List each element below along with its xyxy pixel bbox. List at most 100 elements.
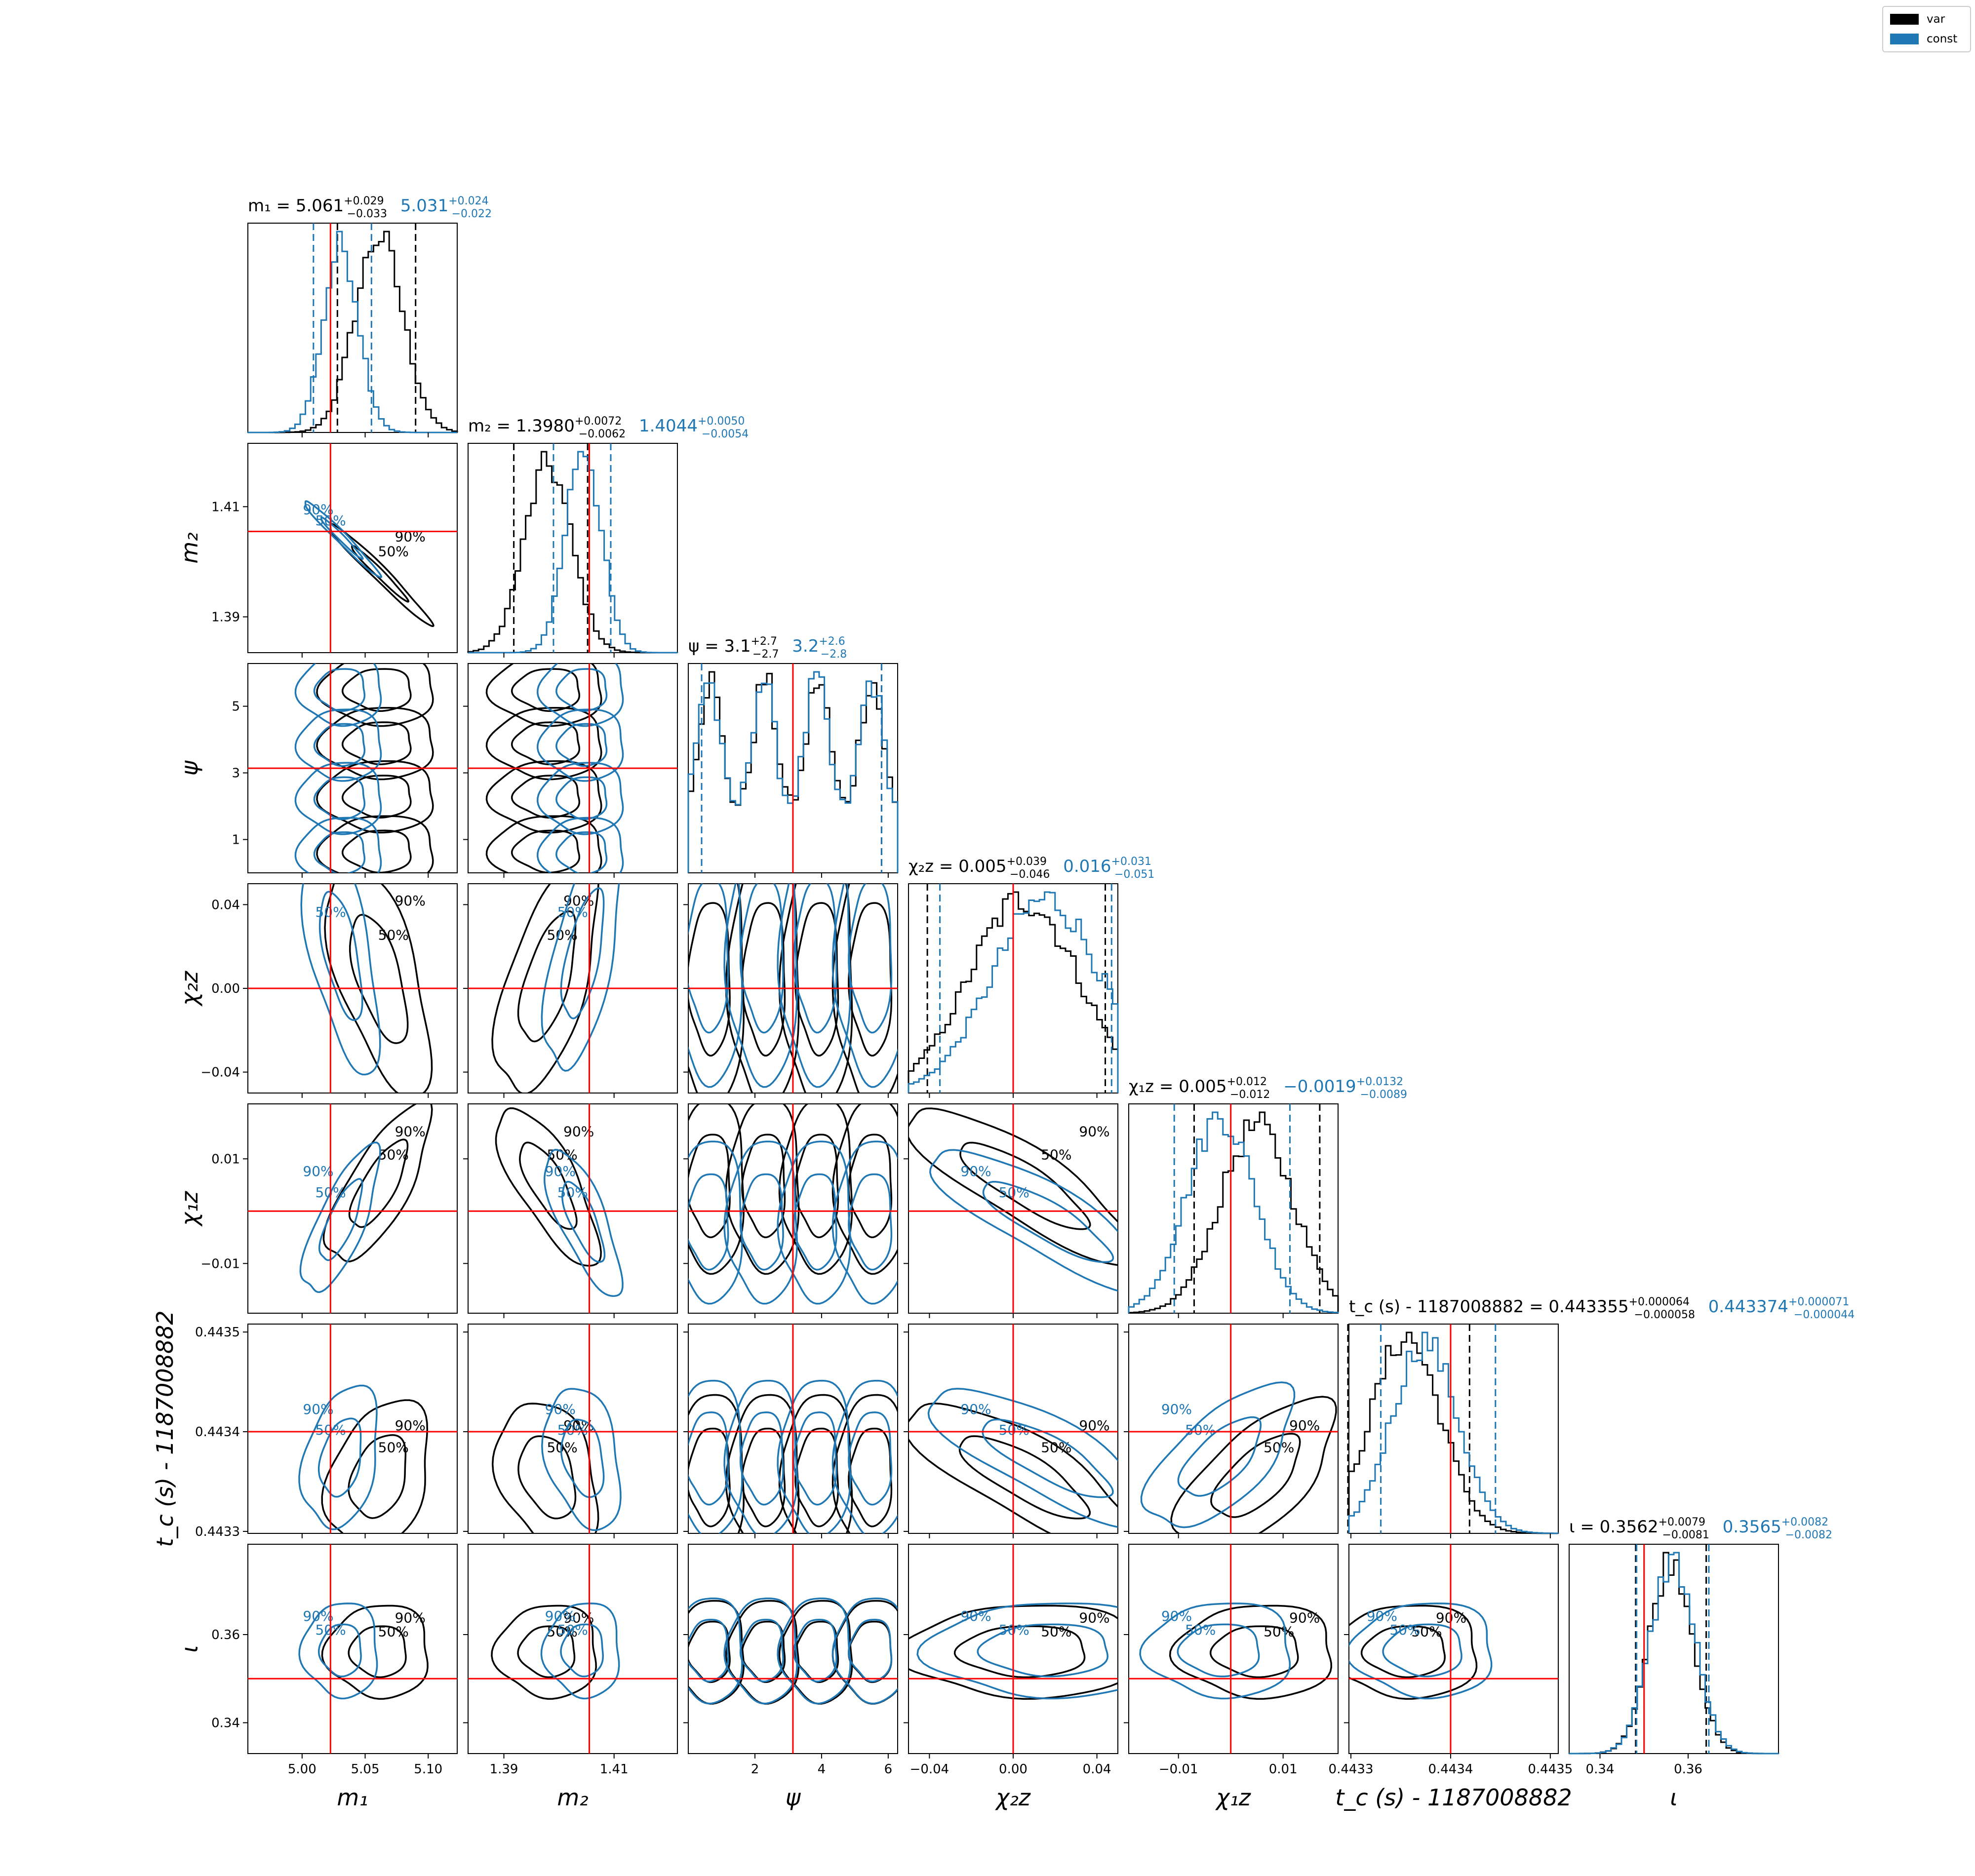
contour-var-4-0-1 — [322, 1104, 433, 1262]
contour-const-5-2-0-2 — [792, 1411, 837, 1506]
contour-var-2-1-1-0 — [485, 815, 602, 873]
contour-label-var-4-3-0: 50% — [1041, 1146, 1071, 1163]
contour-var-3-0-1 — [324, 884, 433, 1093]
contour-const-4-1-0 — [561, 1180, 606, 1263]
title-var-3: χ₂z = 0.005 — [908, 857, 1007, 876]
contour-const-2-1-1-1 — [536, 762, 624, 835]
contour-var-5-1-0 — [517, 1435, 577, 1520]
title-const-plus-3: +0.031 — [1111, 856, 1151, 868]
contour-label-const-3-1-0: 50% — [557, 904, 588, 920]
contour-label-const-6-5-0: 50% — [1389, 1622, 1420, 1638]
hist-const-1 — [468, 451, 677, 654]
panel-contours-5-1: 50%90%50%90% — [468, 1324, 677, 1533]
hist-frame-4 — [1128, 1103, 1339, 1314]
panel-contours-6-1: 50%90%50%90% — [468, 1544, 677, 1754]
contour-var-5-2-1-3 — [831, 1394, 898, 1533]
title-gap-5 — [1695, 1297, 1700, 1317]
contour-const-3-2-0-2 — [792, 884, 837, 1034]
contour-const-4-1-1 — [544, 1149, 624, 1297]
scatter-panel-6-1: 50%90%50%90% — [468, 1544, 678, 1754]
contour-label-const-3-1-1: 90% — [545, 870, 576, 886]
contour-const-2-1-1-0 — [536, 817, 624, 873]
title-var-1: m₂ = 1.3980 — [468, 416, 575, 436]
contour-const-6-3-0 — [977, 1623, 1109, 1678]
scatter-panel-5-2 — [688, 1324, 898, 1534]
hist-frame-6 — [1569, 1544, 1779, 1754]
contour-var-4-2-0-2 — [794, 1133, 839, 1239]
contour-label-const-5-3-1: 90% — [960, 1401, 991, 1417]
panel-contours-4-1: 50%90%50%90% — [468, 1104, 677, 1313]
title-const-minus-1: −0.0054 — [702, 428, 749, 440]
panel-frame-4-1 — [468, 1103, 678, 1314]
title-const-plus-5: +0.000071 — [1788, 1296, 1849, 1308]
hist-title-6: ι = 0.3562+0.0079−0.0081 0.3565+0.0082−0… — [1569, 1516, 1832, 1541]
contour-var-6-3-0 — [953, 1625, 1086, 1679]
contour-label-const-1-0-1: 90% — [303, 501, 333, 517]
contour-var-2-1-1-3 — [485, 664, 602, 727]
xtick-label-1-1: 1.41 — [600, 1762, 629, 1777]
contour-var-3-2-1-0 — [688, 884, 745, 1093]
contour-const-5-2-0-3 — [848, 1411, 893, 1506]
contour-const-6-0-1 — [298, 1602, 378, 1700]
title-const-plus-4: +0.0132 — [1356, 1076, 1403, 1088]
panel-contours-3-2 — [688, 884, 898, 1093]
hist-panel-3: χ₂z = 0.005+0.039−0.046 0.016+0.031−0.05… — [908, 856, 1154, 1094]
title-var-plus-5: +0.000064 — [1629, 1296, 1690, 1308]
contour-var-2-0-0-1 — [341, 775, 412, 819]
xtick-label-6-0: 0.34 — [1586, 1762, 1615, 1777]
scatter-panel-3-0: 50%90%50%90% — [247, 883, 458, 1094]
contour-label-const-4-0-1: 90% — [303, 1163, 333, 1179]
contour-const-5-2-1-1 — [723, 1379, 798, 1533]
scatter-panel-2-1 — [468, 663, 678, 873]
contour-label-const-4-1-0: 50% — [557, 1184, 588, 1201]
x-axis-label-0: m₁ — [337, 1784, 368, 1811]
ytick-label-3-2: 0.04 — [211, 898, 240, 912]
contour-var-4-2-1-3 — [831, 1104, 898, 1275]
contour-label-var-4-3-1: 90% — [1079, 1124, 1109, 1140]
contour-var-5-3-0 — [958, 1435, 1091, 1520]
scatter-panel-5-3: 50%90%50%90% — [908, 1324, 1118, 1534]
contour-const-5-4-0 — [1177, 1416, 1262, 1497]
xtick-label-3-2: 0.04 — [1083, 1762, 1111, 1777]
legend-swatch-var — [1890, 14, 1919, 25]
contour-var-3-2-1-1 — [725, 884, 800, 1093]
legend-item-var: var — [1890, 12, 1945, 27]
title-const-2: 3.2 — [792, 636, 819, 656]
contour-var-5-2-0-1 — [741, 1427, 786, 1527]
contour-const-5-0-1 — [298, 1384, 378, 1530]
panel-frame-6-0 — [247, 1544, 458, 1754]
contour-const-6-4-0 — [1177, 1623, 1260, 1678]
title-const-plus-6: +0.0082 — [1781, 1516, 1828, 1528]
contour-var-2-0-1-0 — [316, 815, 434, 873]
panel-frame-6-4 — [1128, 1544, 1339, 1754]
contour-label-const-6-4-1: 90% — [1161, 1608, 1192, 1624]
contour-var-2-0-0-3 — [341, 668, 412, 712]
title-const-6: 0.3565 — [1723, 1517, 1781, 1537]
contour-label-var-6-5-0: 50% — [1411, 1623, 1442, 1640]
xtick-label-5-0: 0.4433 — [1329, 1762, 1374, 1777]
contour-var-6-1-1 — [491, 1604, 597, 1700]
panel-contours-4-2 — [688, 1104, 898, 1313]
title-gap-1 — [626, 416, 631, 436]
contour-const-3-2-1-3 — [831, 884, 898, 1088]
ytick-label-2-2: 5 — [232, 700, 240, 714]
contour-const-4-2-0-2 — [792, 1173, 837, 1271]
contour-var-5-2-1-0 — [688, 1394, 745, 1533]
hist-title-1: m₂ = 1.3980+0.0072−0.0062 1.4044+0.0050−… — [468, 415, 749, 440]
contour-label-const-4-3-1: 90% — [960, 1163, 991, 1179]
contour-const-6-2-1-3 — [831, 1598, 898, 1705]
contour-const-2-1-1-3 — [536, 664, 624, 727]
xtick-label-5-1: 0.4434 — [1428, 1762, 1473, 1777]
contour-var-5-1-1 — [491, 1403, 599, 1533]
contour-label-const-4-3-0: 50% — [999, 1184, 1029, 1201]
contour-const-6-0-0 — [317, 1623, 362, 1678]
contour-var-3-2-0-0 — [688, 902, 731, 1057]
legend: var const — [1882, 6, 1971, 52]
xtick-label-2-0: 2 — [751, 1762, 759, 1777]
title-gap-3 — [1050, 857, 1055, 876]
contour-var-6-4-1 — [1169, 1604, 1333, 1700]
contour-label-var-4-0-1: 90% — [395, 1124, 426, 1140]
scatter-panel-6-4: 50%90%50%90% — [1128, 1544, 1339, 1754]
contour-var-3-2-1-3 — [831, 884, 898, 1093]
